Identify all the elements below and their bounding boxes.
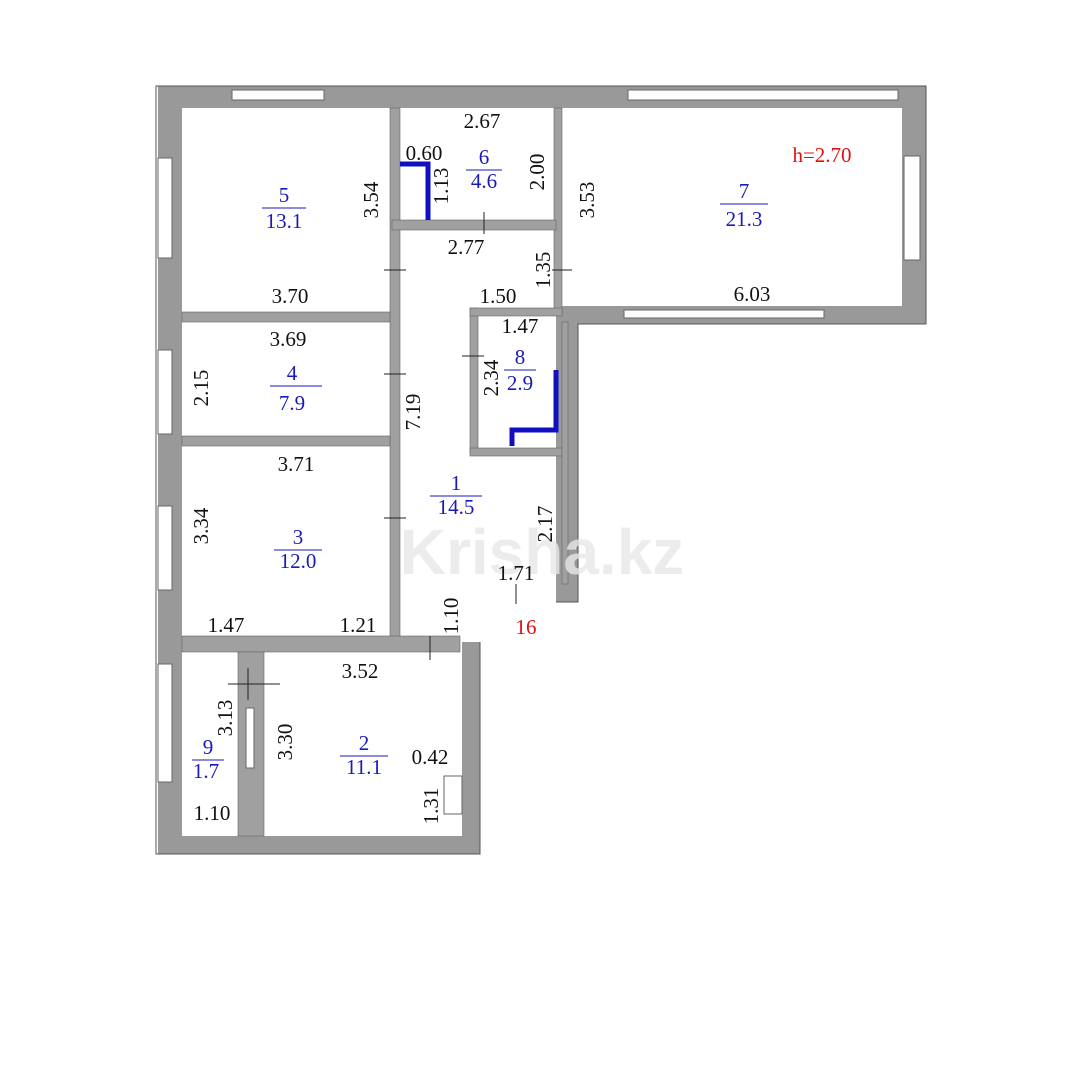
- dimension-label: 6.03: [734, 282, 771, 306]
- room-number: 9: [203, 735, 214, 759]
- room-2-label: 2 11.1: [340, 731, 388, 779]
- dimension-label: 1.35: [531, 252, 555, 289]
- room-4-label: 4 7.9: [270, 361, 322, 415]
- dimension-label: 1.21: [340, 613, 377, 637]
- dimension-label: 2.00: [525, 154, 549, 191]
- room-number: 4: [287, 361, 298, 385]
- room-number: 5: [279, 183, 290, 207]
- room-area: 2.9: [507, 371, 533, 395]
- room-area: 11.1: [346, 755, 382, 779]
- room-area: 4.6: [471, 169, 497, 193]
- window: [157, 349, 173, 435]
- dimension-labels: 2.67 0.60 2.77 3.70 1.50 6.03 1.47 3.69 …: [194, 109, 771, 825]
- shower-niche: [400, 161, 431, 220]
- room-1-label: 1 14.5: [430, 471, 482, 519]
- window: [627, 89, 899, 101]
- dimension-label: 3.71: [278, 452, 315, 476]
- room-area: 1.7: [193, 759, 219, 783]
- window: [157, 157, 173, 259]
- dimension-label: 0.60: [406, 141, 443, 165]
- dimension-label: 3.52: [342, 659, 379, 683]
- dimension-label: 3.13: [213, 700, 237, 737]
- room-area: 12.0: [280, 549, 317, 573]
- dimension-label: 7.19: [401, 394, 425, 431]
- room-number: 3: [293, 525, 304, 549]
- sink-niche: [443, 775, 463, 815]
- room-9-label: 9 1.7: [192, 735, 224, 783]
- windows: [157, 89, 921, 783]
- entrance-number: 16: [516, 615, 537, 639]
- room-6-label: 6 4.6: [466, 145, 502, 193]
- room-8-label: 8 2.9: [504, 345, 536, 395]
- bath-outline: [509, 370, 559, 446]
- room-number: 1: [451, 471, 462, 495]
- dimension-label: 1.50: [480, 284, 517, 308]
- dimension-label: 1.31: [419, 788, 443, 825]
- partitions: [181, 107, 569, 837]
- dimension-label: 2.77: [448, 235, 485, 259]
- dimension-label: 1.13: [429, 168, 453, 205]
- dimension-label: 1.47: [208, 613, 245, 637]
- window: [157, 505, 173, 591]
- dimension-label: 3.30: [273, 724, 297, 761]
- room-number: 6: [479, 145, 490, 169]
- dimension-label: 3.34: [189, 507, 213, 544]
- dimension-label: 3.69: [270, 327, 307, 351]
- dimension-label: 0.42: [412, 745, 449, 769]
- window: [157, 663, 173, 783]
- room-area: 14.5: [438, 495, 475, 519]
- room-3-label: 3 12.0: [274, 525, 322, 573]
- room-5-label: 5 13.1: [262, 183, 306, 233]
- dimension-label: 1.10: [194, 801, 231, 825]
- window: [903, 155, 921, 261]
- dimension-label: 2.15: [189, 370, 213, 407]
- room-number: 7: [739, 179, 750, 203]
- dimension-label: 2.67: [464, 109, 501, 133]
- room-area: 21.3: [726, 207, 763, 231]
- dimension-label: 2.34: [479, 359, 503, 396]
- dimension-label: 1.10: [439, 598, 463, 635]
- room-area: 7.9: [279, 391, 305, 415]
- room-number: 8: [515, 345, 526, 369]
- window: [231, 89, 325, 101]
- door-markers: [228, 212, 572, 700]
- ceiling-height-note: h=2.70: [792, 143, 851, 167]
- room-labels: 5 13.1 6 4.6 7 21.3 4 7.9 8 2.9 1 14.5: [192, 145, 768, 783]
- room-area: 13.1: [266, 209, 303, 233]
- dimension-label: 1.47: [502, 314, 539, 338]
- plumbing: [400, 161, 559, 446]
- room-number: 2: [359, 731, 370, 755]
- dimension-label: 3.70: [272, 284, 309, 308]
- room-7-label: 7 21.3: [720, 179, 768, 231]
- dimension-label: 2.17: [533, 506, 557, 543]
- dimension-label: 3.54: [359, 181, 383, 218]
- dimension-label: 3.53: [575, 182, 599, 219]
- dimension-label: 1.71: [498, 561, 535, 585]
- window: [245, 707, 255, 769]
- floors: [182, 108, 902, 836]
- vertical-dimension-labels: 3.54 1.13 2.00 3.53 1.35 2.34 2.15 7.19 …: [189, 154, 599, 825]
- watermark-text: Krisha.kz: [400, 516, 685, 588]
- window: [623, 309, 825, 319]
